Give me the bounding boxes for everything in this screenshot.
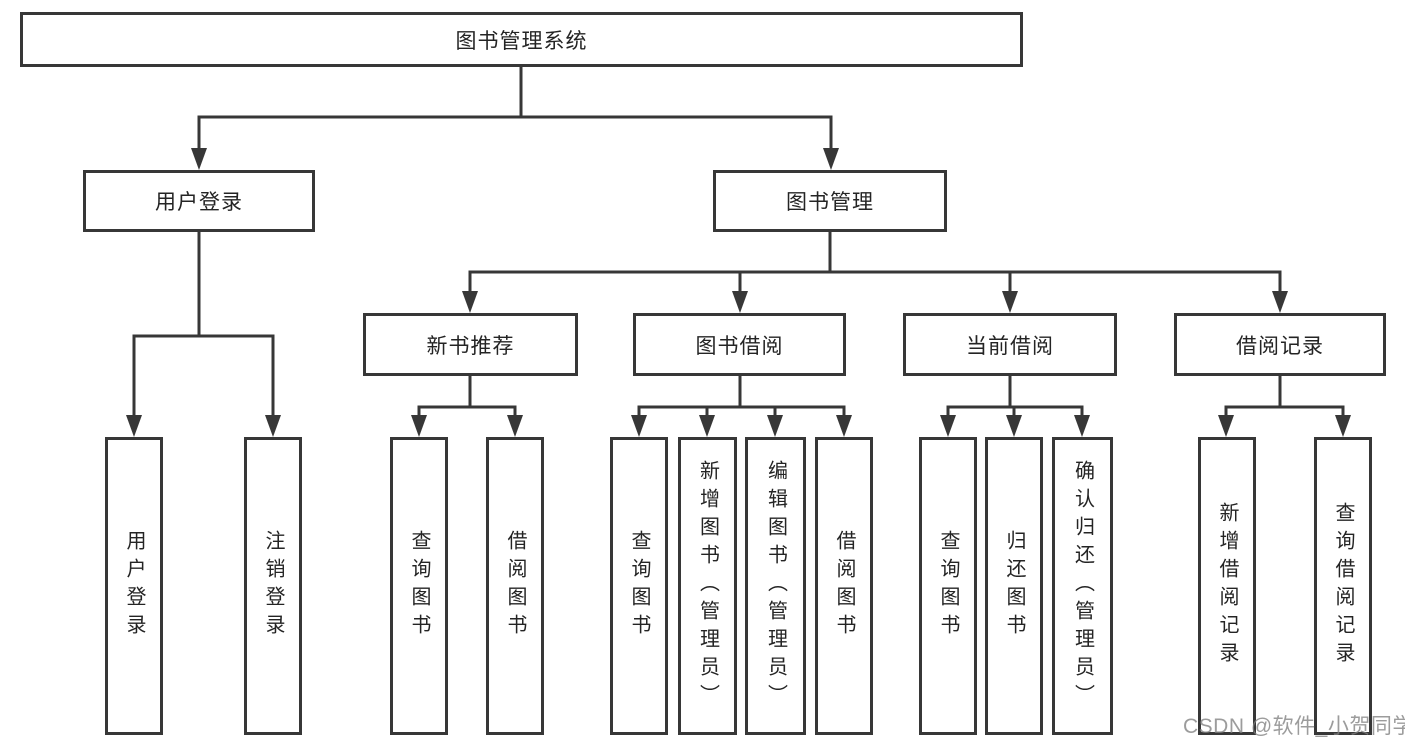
node-leaf-confirm-return-admin: 确认归还（管理员） xyxy=(1052,437,1113,735)
node-new-book-recommend: 新书推荐 xyxy=(363,313,578,376)
node-leaf-add-book-admin: 新增图书（管理员） xyxy=(678,437,737,735)
node-leaf-add-borrow-record: 新增借阅记录 xyxy=(1198,437,1256,735)
node-current-borrow: 当前借阅 xyxy=(903,313,1117,376)
node-library-management-system: 图书管理系统 xyxy=(20,12,1023,67)
node-leaf-borrow-books-recommend: 借阅图书 xyxy=(486,437,544,735)
leaf-label: 借阅图书 xyxy=(504,530,526,642)
node-leaf-user-login: 用户登录 xyxy=(105,437,163,735)
leaf-label: 查询图书 xyxy=(937,530,959,642)
leaf-label: 新增图书（管理员） xyxy=(696,460,719,712)
node-leaf-query-books-borrow: 查询图书 xyxy=(610,437,668,735)
leaf-label: 归还图书 xyxy=(1003,530,1025,642)
leaf-label: 注销登录 xyxy=(262,530,284,642)
leaf-label: 查询图书 xyxy=(628,530,650,642)
leaf-label: 确认归还（管理员） xyxy=(1071,460,1094,712)
node-book-management: 图书管理 xyxy=(713,170,947,232)
node-leaf-borrow-books: 借阅图书 xyxy=(815,437,873,735)
node-leaf-query-borrow-record: 查询借阅记录 xyxy=(1314,437,1372,735)
leaf-label: 借阅图书 xyxy=(833,530,855,642)
leaf-label: 查询图书 xyxy=(408,530,430,642)
node-leaf-query-books-current: 查询图书 xyxy=(919,437,977,735)
node-book-borrow: 图书借阅 xyxy=(633,313,846,376)
leaf-label: 用户登录 xyxy=(123,530,145,642)
node-leaf-return-books: 归还图书 xyxy=(985,437,1043,735)
node-leaf-logout: 注销登录 xyxy=(244,437,302,735)
leaf-label: 新增借阅记录 xyxy=(1216,502,1238,670)
node-user-login: 用户登录 xyxy=(83,170,315,232)
node-leaf-query-books-recommend: 查询图书 xyxy=(390,437,448,735)
leaf-label: 编辑图书（管理员） xyxy=(764,460,787,712)
watermark-text: CSDN @软件_小贺同学 xyxy=(1183,715,1405,738)
node-borrow-records: 借阅记录 xyxy=(1174,313,1386,376)
node-leaf-edit-book-admin: 编辑图书（管理员） xyxy=(745,437,806,735)
leaf-label: 查询借阅记录 xyxy=(1332,502,1354,670)
